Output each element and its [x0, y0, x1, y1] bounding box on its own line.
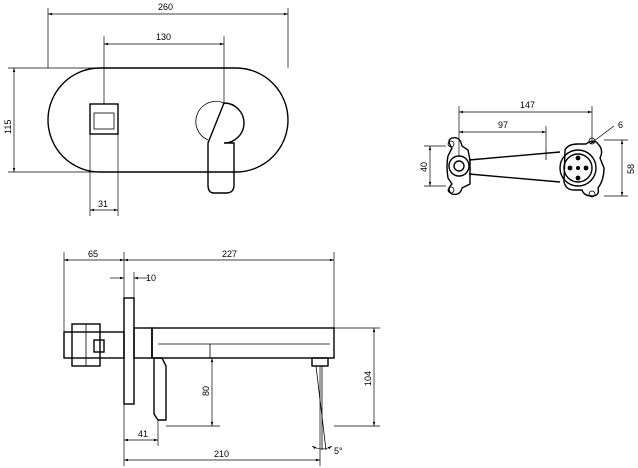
- mixer-body: [563, 140, 605, 197]
- dim-side-drop: 80: [201, 386, 211, 396]
- plan-view: 147 97 6 40 58: [419, 100, 636, 198]
- spout-outlet-inner: [93, 112, 115, 130]
- side-view: 65 227 10 80 104 41 210 5°: [63, 249, 380, 466]
- dim-side-total: 227: [222, 249, 237, 259]
- dim-plan-height: 40: [419, 162, 429, 172]
- front-view: 260 130 115 31: [3, 2, 289, 216]
- wall-plate: [123, 297, 135, 405]
- mixer-cartridge: [559, 149, 597, 187]
- dim-front-width: 260: [158, 2, 173, 12]
- lever-handle-side: [153, 357, 167, 421]
- dim-plan-length: 147: [520, 100, 535, 110]
- dim-plan-hole: 6: [618, 120, 623, 130]
- dim-side-height: 104: [363, 371, 373, 386]
- cover-plate: [47, 67, 289, 173]
- spout-outlet-side: [311, 357, 329, 367]
- dim-side-angle: 5°: [334, 446, 343, 456]
- dim-side-reach: 210: [214, 449, 229, 459]
- lever-handle: [207, 102, 245, 194]
- dim-plan-body: 58: [626, 164, 636, 174]
- dim-plan-offset: 97: [498, 120, 508, 130]
- dim-front-spacing: 130: [156, 32, 171, 42]
- dim-side-depth: 65: [88, 249, 98, 259]
- dim-front-spout: 31: [98, 199, 108, 209]
- left-port: [448, 155, 470, 177]
- dim-front-height: 115: [3, 120, 13, 134]
- left-flange: [446, 136, 471, 196]
- dim-side-plate: 10: [146, 273, 156, 283]
- spout-body: [151, 327, 335, 359]
- dim-side-handle: 41: [138, 429, 148, 439]
